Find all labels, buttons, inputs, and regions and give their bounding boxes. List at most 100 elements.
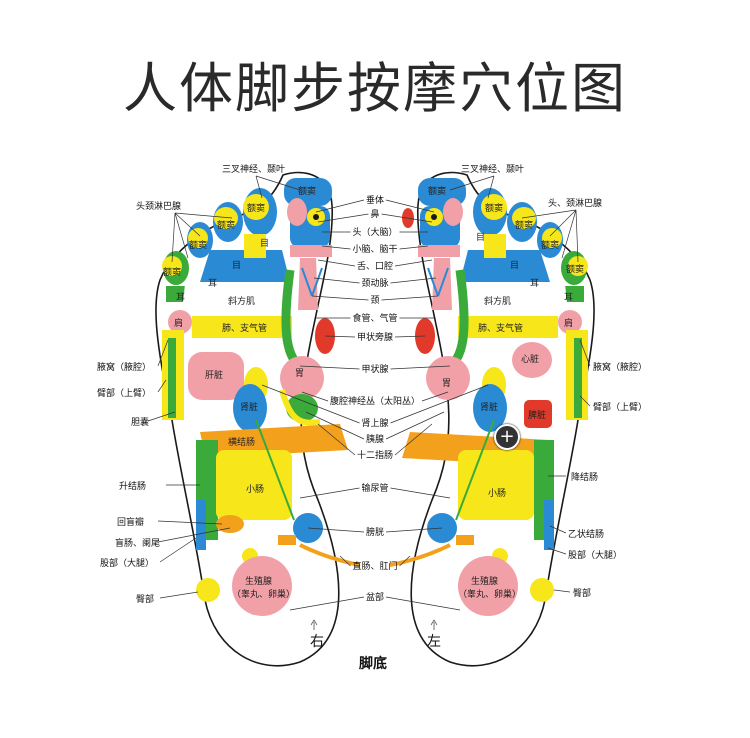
center-leader-line (385, 596, 461, 611)
label-sole: 脚底 (359, 655, 387, 672)
center-label: 小脑、脑干 (353, 243, 398, 255)
label-descending-colon: 降结肠 (571, 471, 598, 483)
center-label: 直肠、肛门 (353, 560, 398, 572)
center-label: 食管、气管 (353, 312, 398, 324)
center-label: 甲状旁腺 (357, 331, 393, 343)
side-leader-lines (147, 175, 591, 599)
label-right-foot: 右 (310, 634, 324, 650)
center-leader-line (390, 365, 451, 370)
zone-eye: 目 (510, 260, 519, 271)
center-label: 甲状腺 (362, 363, 389, 375)
zone-sinus: 额窦 (217, 219, 235, 231)
center-label: 颈动脉 (362, 277, 389, 289)
label-trigeminal-left-foot: 三叉神经、颞叶 (461, 163, 524, 175)
label-ileocecal-valve: 回盲瓣 (117, 516, 144, 528)
center-leader-line (390, 487, 451, 499)
zone-ear: 耳 (208, 278, 217, 289)
zone-ear: 耳 (530, 278, 539, 289)
zone-sinus: 额窦 (566, 263, 584, 275)
zone-reproductive: 生殖腺 (471, 575, 498, 587)
left-foot (389, 171, 595, 667)
zone-heart: 心脏 (521, 353, 539, 365)
center-leader-line (394, 335, 426, 338)
center-leader-line (399, 245, 429, 250)
center-leader-line (385, 411, 445, 440)
zone-spleen: 脾脏 (528, 409, 546, 421)
center-leader-line (390, 384, 489, 424)
zone-liver: 肝脏 (205, 369, 223, 381)
label-left-foot: 左 (427, 634, 441, 650)
center-leader-line (324, 335, 356, 338)
zone-shoulder: 肩 (174, 317, 183, 329)
zone-trapezius: 斜方肌 (484, 295, 511, 307)
center-leader-line (301, 391, 329, 402)
zone-stomach: 胃 (295, 368, 304, 379)
page-title: 人体脚步按摩穴位图 (123, 57, 627, 120)
zone-sinus: 额窦 (541, 239, 559, 251)
zone-lung: 肺、支气管 (478, 322, 523, 334)
label-thigh-left: 股部（大腿） (568, 549, 622, 561)
label-hip-left: 臀部 (573, 587, 591, 599)
label-cecum-appendix: 盲肠、阑尾 (115, 537, 160, 549)
zone-ear: 耳 (564, 292, 573, 303)
zone-eye: 目 (476, 232, 485, 243)
center-leader-line (261, 384, 360, 424)
center-leader-line (305, 411, 365, 440)
zone-trapezius: 斜方肌 (228, 295, 255, 307)
right-reproductive (232, 556, 292, 616)
center-label: 盆部 (366, 591, 384, 603)
center-leader-line (311, 295, 369, 301)
label-axilla-left: 腋窝（腋腔） (593, 361, 647, 373)
zone-shoulder: 肩 (564, 317, 573, 329)
center-leader-line (399, 555, 411, 567)
zone-small-intestine: 小肠 (246, 484, 264, 495)
center-label: 肾上腺 (362, 417, 389, 429)
center-leader-line (339, 555, 351, 567)
center-label: 十二指肠 (357, 449, 393, 461)
center-leader-line (321, 245, 351, 250)
zone-eye: 目 (232, 260, 241, 271)
zone-reproductive-sub: （睾丸、卵巢） (232, 588, 295, 600)
label-gallbladder: 胆囊 (131, 416, 149, 428)
center-leader-line (394, 423, 433, 456)
center-leader-line (381, 295, 439, 301)
center-leader-line (307, 527, 365, 533)
center-label: 膀胱 (366, 526, 384, 538)
zone-sinus: 额窦 (163, 266, 181, 278)
center-leader-line (313, 277, 360, 284)
zoom-in-button[interactable]: + (494, 424, 520, 450)
label-thigh-right: 股部（大腿） (100, 557, 154, 569)
center-leader-line (317, 213, 369, 223)
label-sigmoid-colon: 乙状结肠 (568, 528, 604, 540)
center-label: 头（大脑） (353, 226, 398, 238)
center-label: 舌、口腔 (357, 260, 393, 272)
label-axilla-right: 腋窝（腋腔） (97, 361, 151, 373)
zone-labels: 额窦 额窦 额窦 额窦 额窦 额窦 额窦 额窦 额窦 额窦 目 目 目 目 耳 … (163, 185, 584, 600)
zone-sinus: 额窦 (247, 202, 265, 214)
center-leader-line (315, 199, 365, 213)
zone-sinus: 额窦 (485, 202, 503, 214)
left-spleen (524, 400, 552, 428)
zone-sinus-left-big: 额窦 (428, 185, 446, 197)
zone-kidney: 肾脏 (480, 401, 498, 413)
center-label: 腹腔神经丛（太阳丛） (330, 395, 420, 407)
center-leader-line (390, 277, 437, 284)
zone-reproductive: 生殖腺 (245, 575, 272, 587)
center-leader-line (385, 199, 435, 213)
zone-kidney: 肾脏 (240, 401, 258, 413)
center-label: 鼻 (371, 208, 380, 220)
center-leader-line (385, 527, 443, 533)
label-ascending-colon: 升结肠 (119, 480, 146, 492)
zone-sinus: 额窦 (189, 239, 207, 251)
zone-transverse-colon: 横结肠 (228, 436, 255, 448)
zone-eye: 目 (260, 238, 269, 249)
right-liver (188, 352, 244, 400)
center-leader-line (299, 365, 360, 370)
center-label: 输尿管 (362, 482, 389, 494)
center-leader-line (394, 259, 433, 267)
center-leader-line (317, 259, 356, 267)
center-leader-line (381, 213, 433, 223)
zone-small-intestine: 小肠 (488, 488, 506, 499)
center-label: 垂体 (366, 194, 384, 206)
